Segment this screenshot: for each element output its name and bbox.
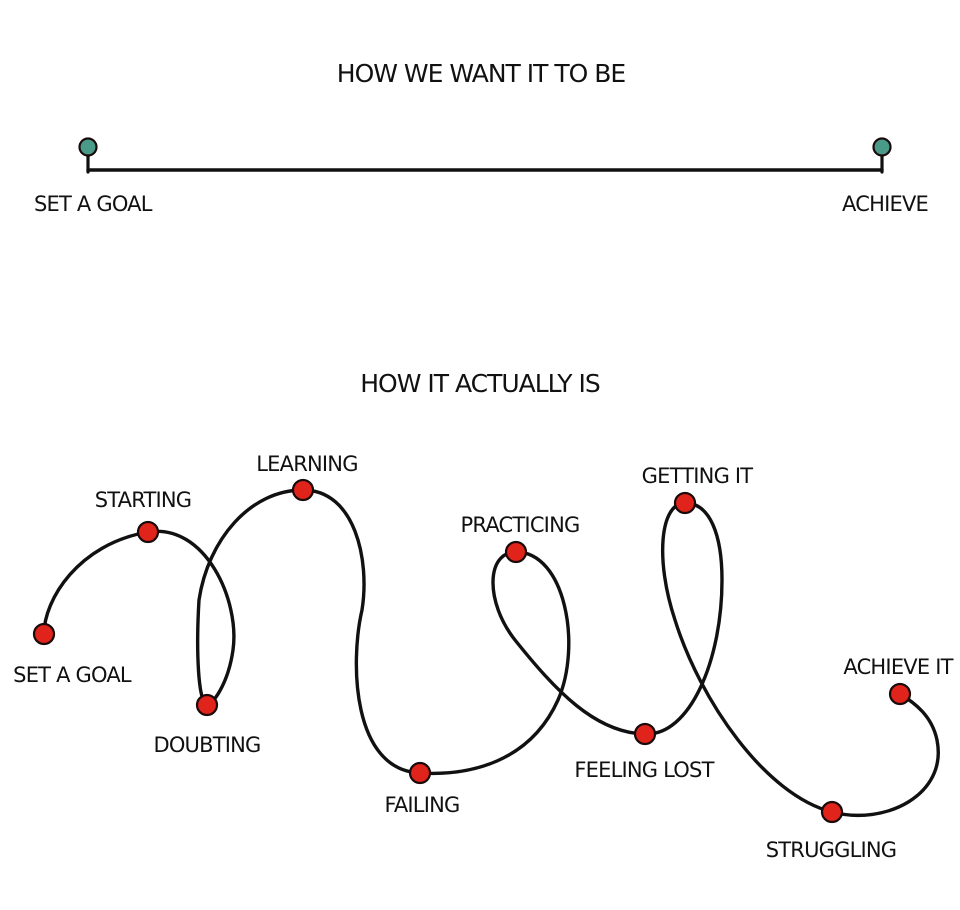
stage-node-doubting bbox=[195, 693, 219, 717]
stage-label-starting: STARTING bbox=[95, 488, 192, 512]
stage-label-learning: LEARNING bbox=[256, 452, 357, 476]
stage-label-failing: FAILING bbox=[385, 793, 460, 817]
ideal-end-pin bbox=[872, 137, 892, 157]
actual-winding-path bbox=[42, 488, 940, 818]
stage-label-doubting: DOUBTING bbox=[153, 733, 260, 757]
stage-nodes bbox=[32, 478, 912, 824]
stage-node-set-a-goal bbox=[32, 622, 56, 646]
stage-node-learning bbox=[291, 478, 315, 502]
ideal-title: HOW WE WANT IT TO BE bbox=[337, 59, 626, 88]
stage-node-getting-it bbox=[673, 491, 697, 515]
ideal-start-pin bbox=[78, 137, 98, 157]
ideal-start-label: SET A GOAL bbox=[34, 192, 153, 216]
ideal-end-label: ACHIEVE bbox=[842, 192, 928, 216]
stage-node-practicing bbox=[504, 540, 528, 564]
stage-node-struggling bbox=[820, 800, 844, 824]
stage-label-practicing: PRACTICING bbox=[461, 513, 580, 537]
stage-node-feeling-lost bbox=[633, 722, 657, 746]
stage-labels: SET A GOAL STARTING DOUBTING LEARNING FA… bbox=[13, 452, 954, 862]
stage-label-set-a-goal: SET A GOAL bbox=[13, 663, 132, 687]
stage-node-achieve-it bbox=[888, 682, 912, 706]
stage-label-achieve-it: ACHIEVE IT bbox=[843, 655, 953, 679]
stage-node-starting bbox=[136, 520, 160, 544]
stage-node-failing bbox=[408, 761, 432, 785]
stage-label-getting-it: GETTING IT bbox=[642, 464, 754, 488]
actual-title: HOW IT ACTUALLY IS bbox=[360, 369, 600, 398]
ideal-path bbox=[78, 137, 892, 174]
stage-label-struggling: STRUGGLING bbox=[766, 838, 897, 862]
stage-label-feeling-lost: FEELING LOST bbox=[574, 758, 714, 782]
